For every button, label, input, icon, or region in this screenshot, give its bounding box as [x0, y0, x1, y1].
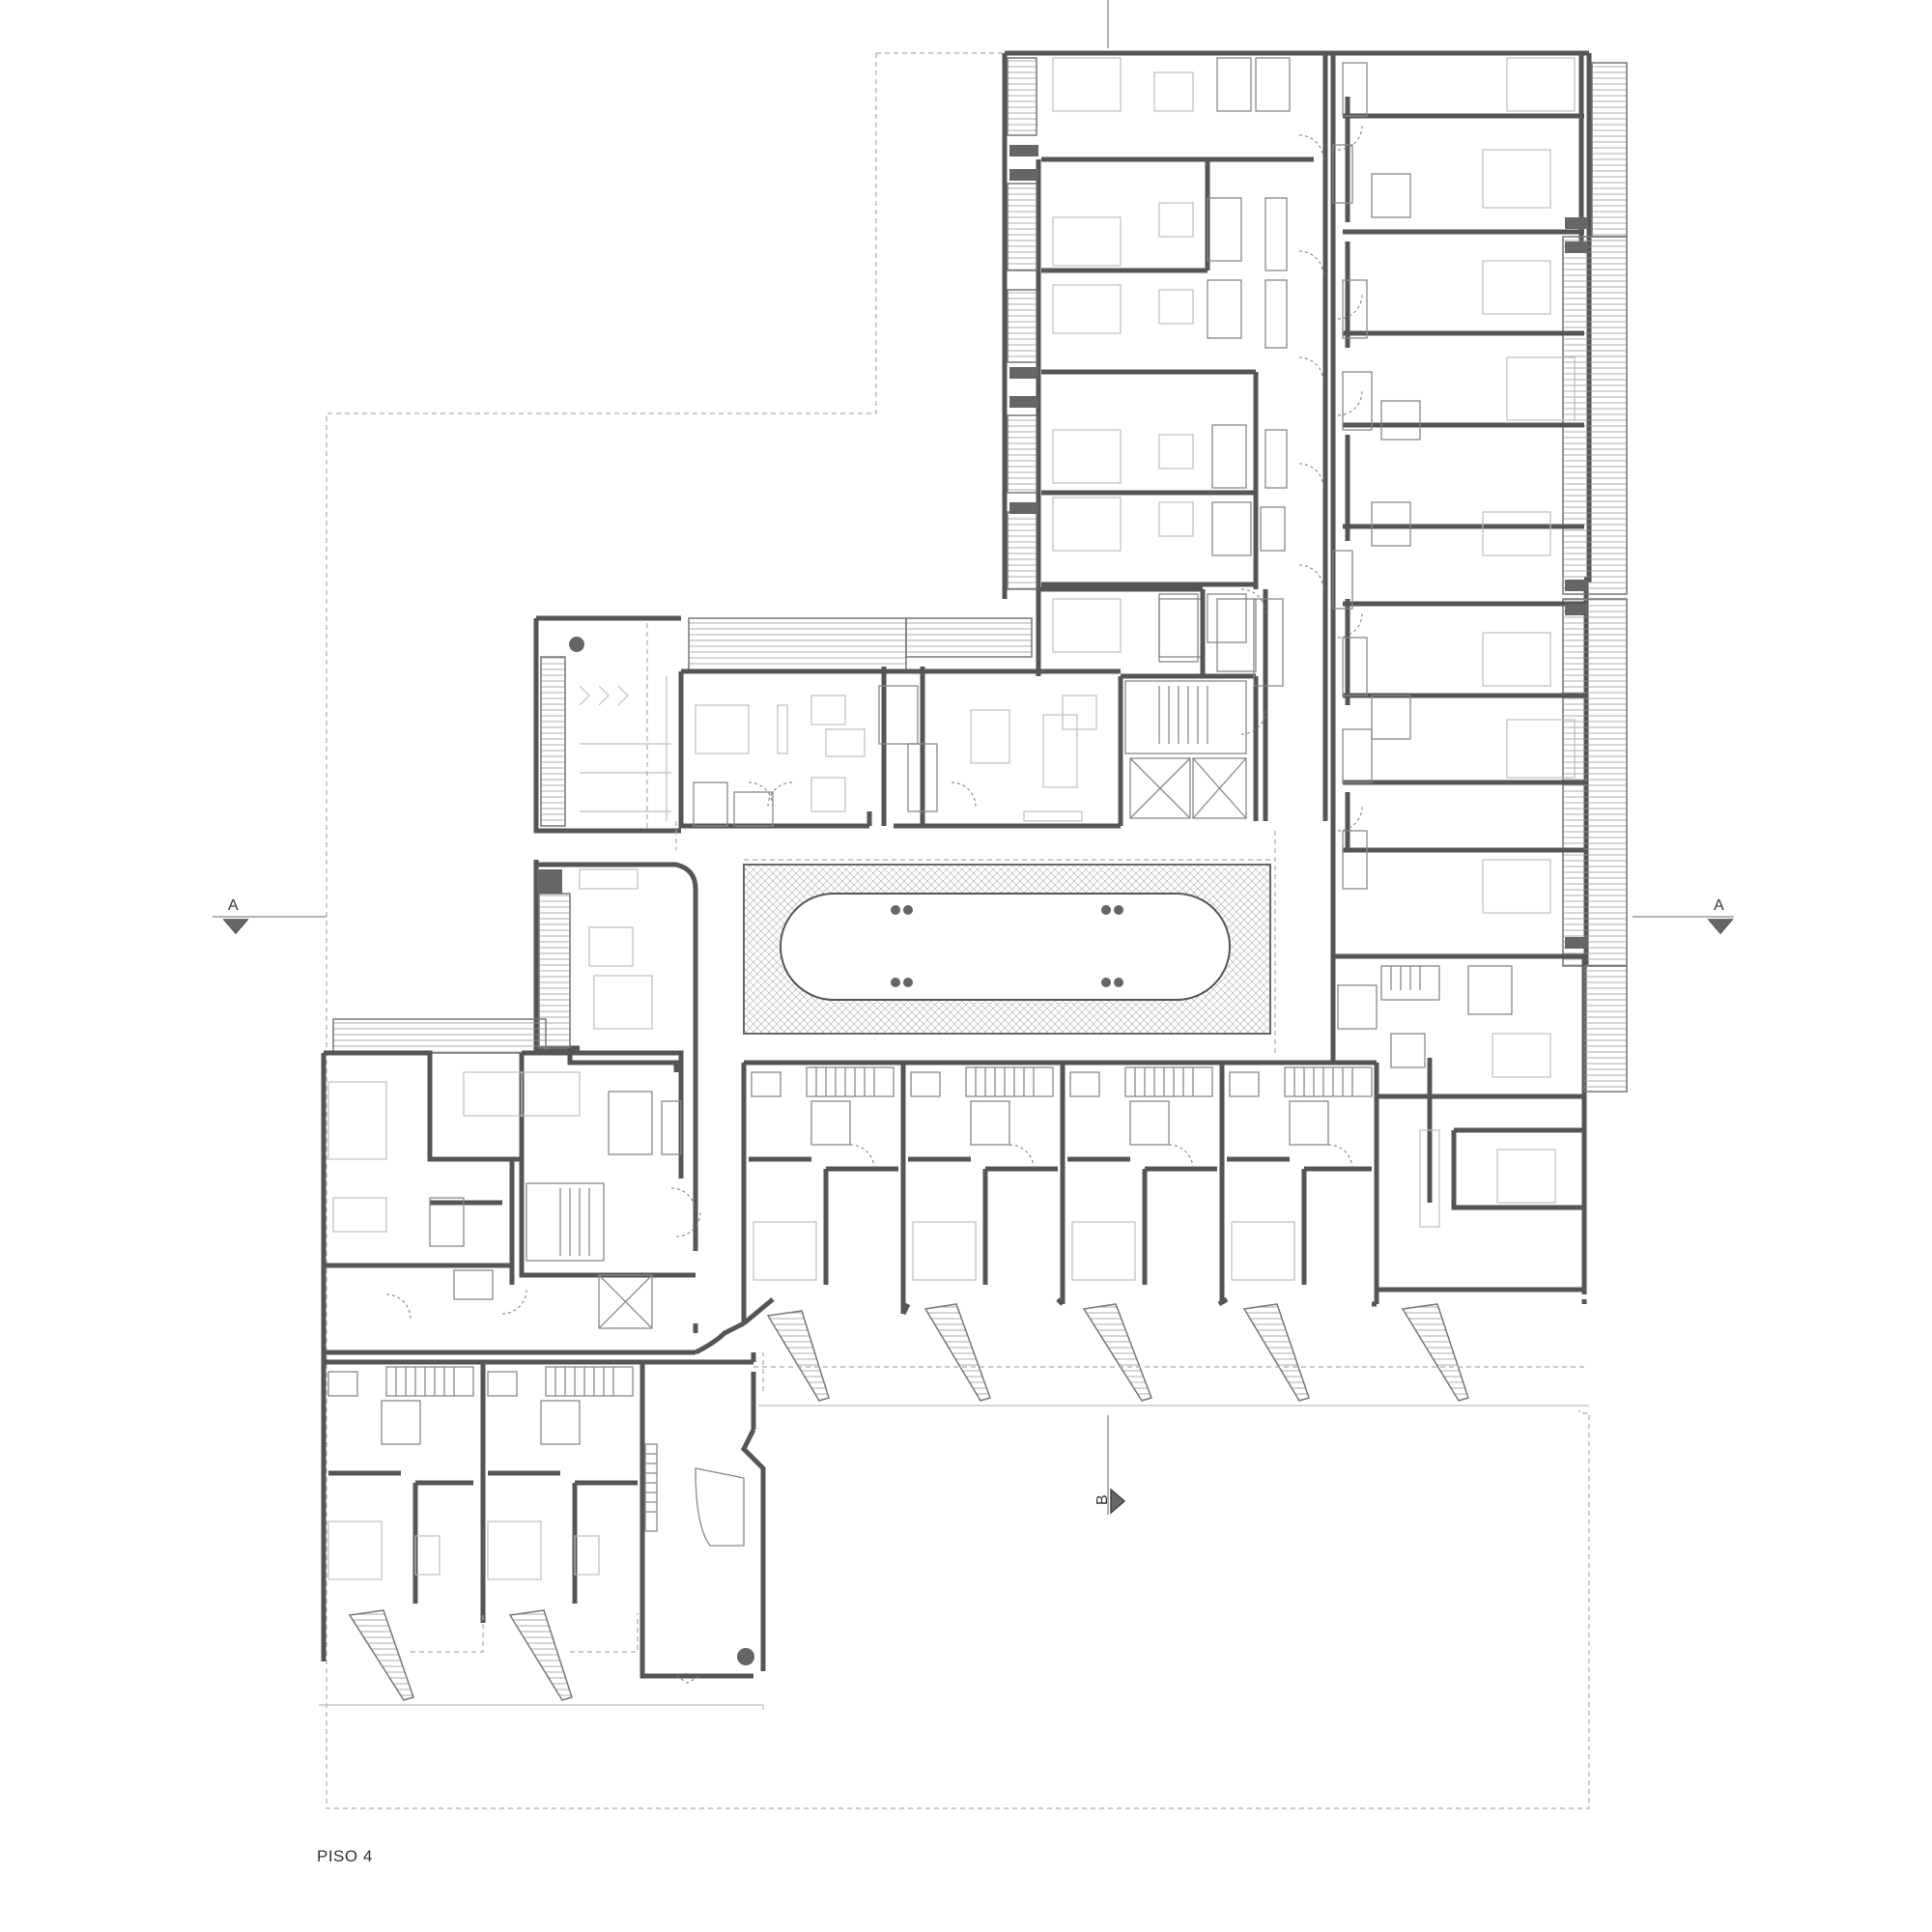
site-boundary [326, 52, 1590, 1809]
balcony-west [1007, 511, 1037, 590]
east-lower-block [1330, 953, 1628, 1304]
east-wing [1002, 50, 1628, 1063]
drawing-title: PISO 4 [317, 1847, 373, 1865]
terrace-north [905, 617, 1033, 658]
west-tower [332, 860, 698, 1251]
stair-core-north [1124, 680, 1247, 819]
section-marker-a-left: A [213, 897, 327, 935]
southwest-units [321, 1359, 766, 1701]
south-row-units [741, 1060, 1584, 1402]
balcony-east [1591, 62, 1628, 238]
west-units [321, 1050, 746, 1372]
north-block [678, 586, 1284, 829]
west-terrace [533, 615, 681, 834]
section-marker-b: B [1094, 0, 1126, 1515]
section-label-b: B [1094, 1494, 1111, 1505]
section-label-a-right: A [1714, 897, 1724, 914]
section-marker-a-right: A [1633, 897, 1734, 935]
section-label-a-left: A [228, 897, 239, 914]
pool [780, 893, 1231, 1001]
balcony-west [1007, 183, 1037, 271]
balcony-west [1007, 414, 1037, 494]
balcony-west [1007, 289, 1037, 363]
pool-area [675, 821, 1276, 1053]
site-boundary-inner [319, 1405, 1589, 1710]
balcony-west [1007, 57, 1037, 136]
balcony-east [1562, 236, 1628, 595]
terrace-north [688, 617, 907, 672]
